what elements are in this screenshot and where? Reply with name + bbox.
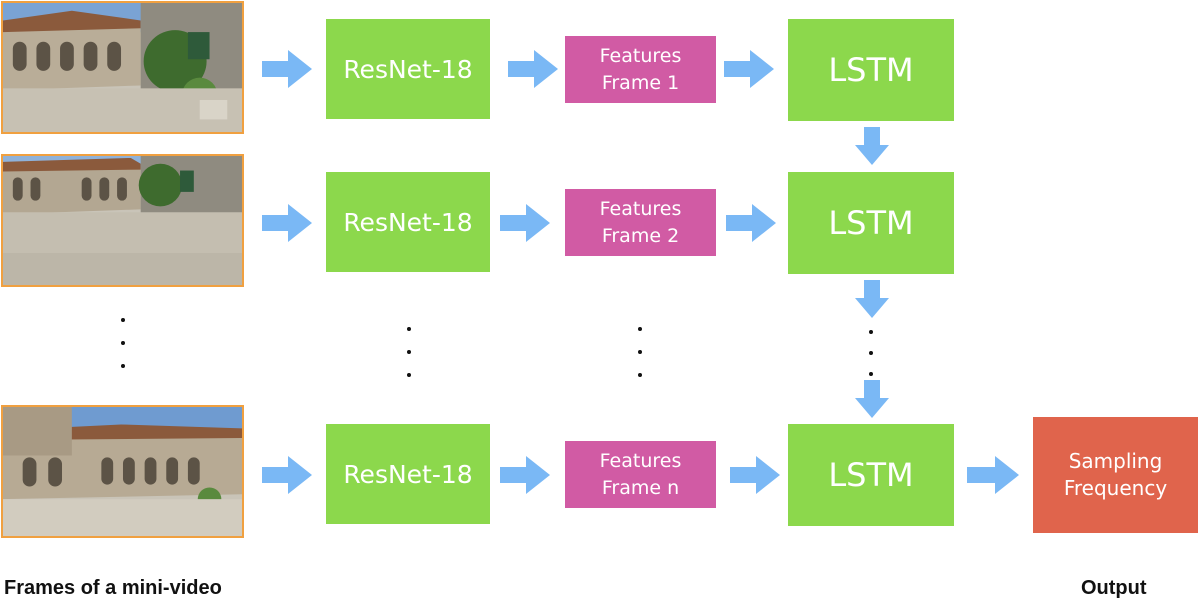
arrow-resnet2-to-features (500, 204, 550, 242)
video-frame-n (1, 405, 244, 538)
arrow-features2-to-lstm (726, 204, 776, 242)
video-frame-1 (1, 1, 244, 134)
resnet-box-1: ResNet-18 (326, 19, 490, 119)
features-label-line1: Features (599, 44, 682, 67)
ellipsis-resnet (407, 327, 413, 377)
output-label-line1: Sampling (1068, 449, 1163, 473)
lstm-label-n: LSTM (828, 456, 914, 494)
frame-n-photo (3, 407, 242, 536)
arrow-into-lstm-n (855, 380, 889, 418)
arrow-resnetn-to-features (500, 456, 550, 494)
output-label-line2: Frequency (1063, 476, 1168, 500)
features-box-n: Features Frame n (565, 441, 716, 508)
arrow-framen-to-resnet (262, 456, 312, 494)
lstm-box-1: LSTM (788, 19, 954, 121)
lstm-label-2: LSTM (828, 204, 914, 242)
arrow-frame2-to-resnet (262, 204, 312, 242)
features-label-line1: Features (599, 197, 682, 220)
ellipsis-features (638, 327, 644, 377)
resnet-label-n: ResNet-18 (343, 459, 473, 489)
arrow-lstm1-to-lstm2 (855, 127, 889, 165)
features-label-line1: Features (599, 449, 682, 472)
ellipsis-lstm (869, 330, 875, 376)
arrow-lstm-to-output (967, 456, 1019, 494)
features-label-line2: Frame 1 (601, 71, 680, 94)
arrow-features1-to-lstm (724, 50, 774, 88)
lstm-box-2: LSTM (788, 172, 954, 274)
resnet-label-1: ResNet-18 (343, 54, 473, 84)
arrow-frame1-to-resnet (262, 50, 312, 88)
resnet-box-2: ResNet-18 (326, 172, 490, 272)
features-box-1: Features Frame 1 (565, 36, 716, 103)
arrow-lstm2-down (855, 280, 889, 318)
arrow-resnet1-to-features (508, 50, 558, 88)
frame-1-photo (3, 3, 242, 132)
lstm-box-n: LSTM (788, 424, 954, 526)
features-label-line2: Frame n (601, 476, 680, 499)
arrow-featuresn-to-lstm (730, 456, 780, 494)
resnet-box-n: ResNet-18 (326, 424, 490, 524)
features-label-line2: Frame 2 (601, 224, 680, 247)
output-box: Sampling Frequency (1033, 417, 1198, 533)
features-box-2: Features Frame 2 (565, 189, 716, 256)
video-frame-2 (1, 154, 244, 287)
ellipsis-frames (121, 318, 127, 368)
frame-2-photo (3, 156, 242, 285)
lstm-label-1: LSTM (828, 51, 914, 89)
frames-caption: Frames of a mini-video (4, 577, 222, 599)
output-caption: Output (1081, 577, 1147, 599)
resnet-label-2: ResNet-18 (343, 207, 473, 237)
